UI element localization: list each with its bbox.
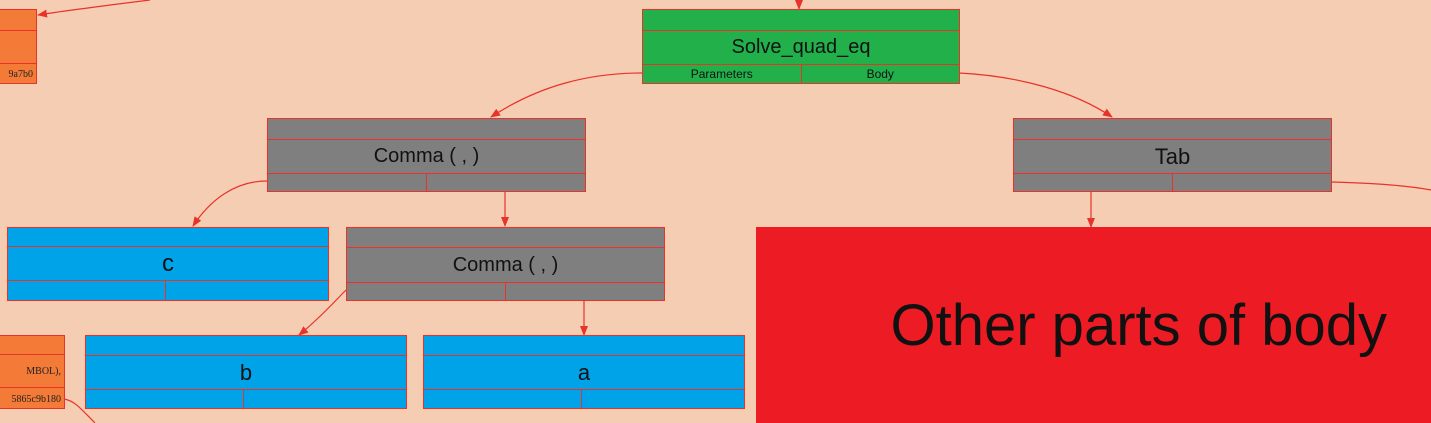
left-field <box>347 283 505 300</box>
placeholder-text: Other parts of body <box>890 292 1387 358</box>
left-field <box>8 281 165 300</box>
node-label: Comma ( , ) <box>268 140 585 174</box>
edge-params-to-comma <box>490 72 643 118</box>
node-label: c <box>8 247 328 281</box>
left-field <box>86 390 243 408</box>
node-c: c <box>7 227 329 301</box>
left-field <box>1014 174 1172 191</box>
edge-to-top-left-partial <box>37 0 151 18</box>
body-field: Body <box>800 65 960 83</box>
parameters-field: Parameters <box>690 67 753 81</box>
node-b: b <box>85 335 407 409</box>
node-label: Comma ( , ) <box>347 248 664 283</box>
partial-node-type: MBOL), <box>0 355 64 388</box>
node-label: Solve_quad_eq <box>643 31 959 65</box>
other-parts-placeholder: Other parts of body <box>756 227 1431 423</box>
edge-tab-right-offscreen <box>1330 181 1431 191</box>
node-a: a <box>423 335 745 409</box>
edge-body-to-tab <box>958 72 1113 118</box>
node-solve-quad-eq: Solve_quad_eq Parameters Body <box>642 9 960 84</box>
node-comma-top: Comma ( , ) <box>267 118 586 192</box>
right-field <box>165 281 328 300</box>
edge-comma-left-to-c <box>192 180 268 227</box>
right-field <box>581 390 744 408</box>
partial-node-address: 5865c9b180 <box>11 393 61 405</box>
node-label: Tab <box>1014 140 1331 174</box>
right-field <box>1172 174 1331 191</box>
partial-node-address: 9a7b0 <box>8 69 33 80</box>
left-field <box>268 174 426 191</box>
node-comma-inner: Comma ( , ) <box>346 227 665 301</box>
partial-node-bottom-left: MBOL), 5865c9b180 <box>0 335 65 409</box>
partial-node-top-left: 9a7b0 <box>0 9 37 84</box>
right-field <box>243 390 406 408</box>
right-field <box>505 283 664 300</box>
node-label: a <box>424 356 744 390</box>
node-label: b <box>86 356 406 390</box>
right-field <box>426 174 585 191</box>
node-tab: Tab <box>1013 118 1332 192</box>
left-field <box>424 390 581 408</box>
